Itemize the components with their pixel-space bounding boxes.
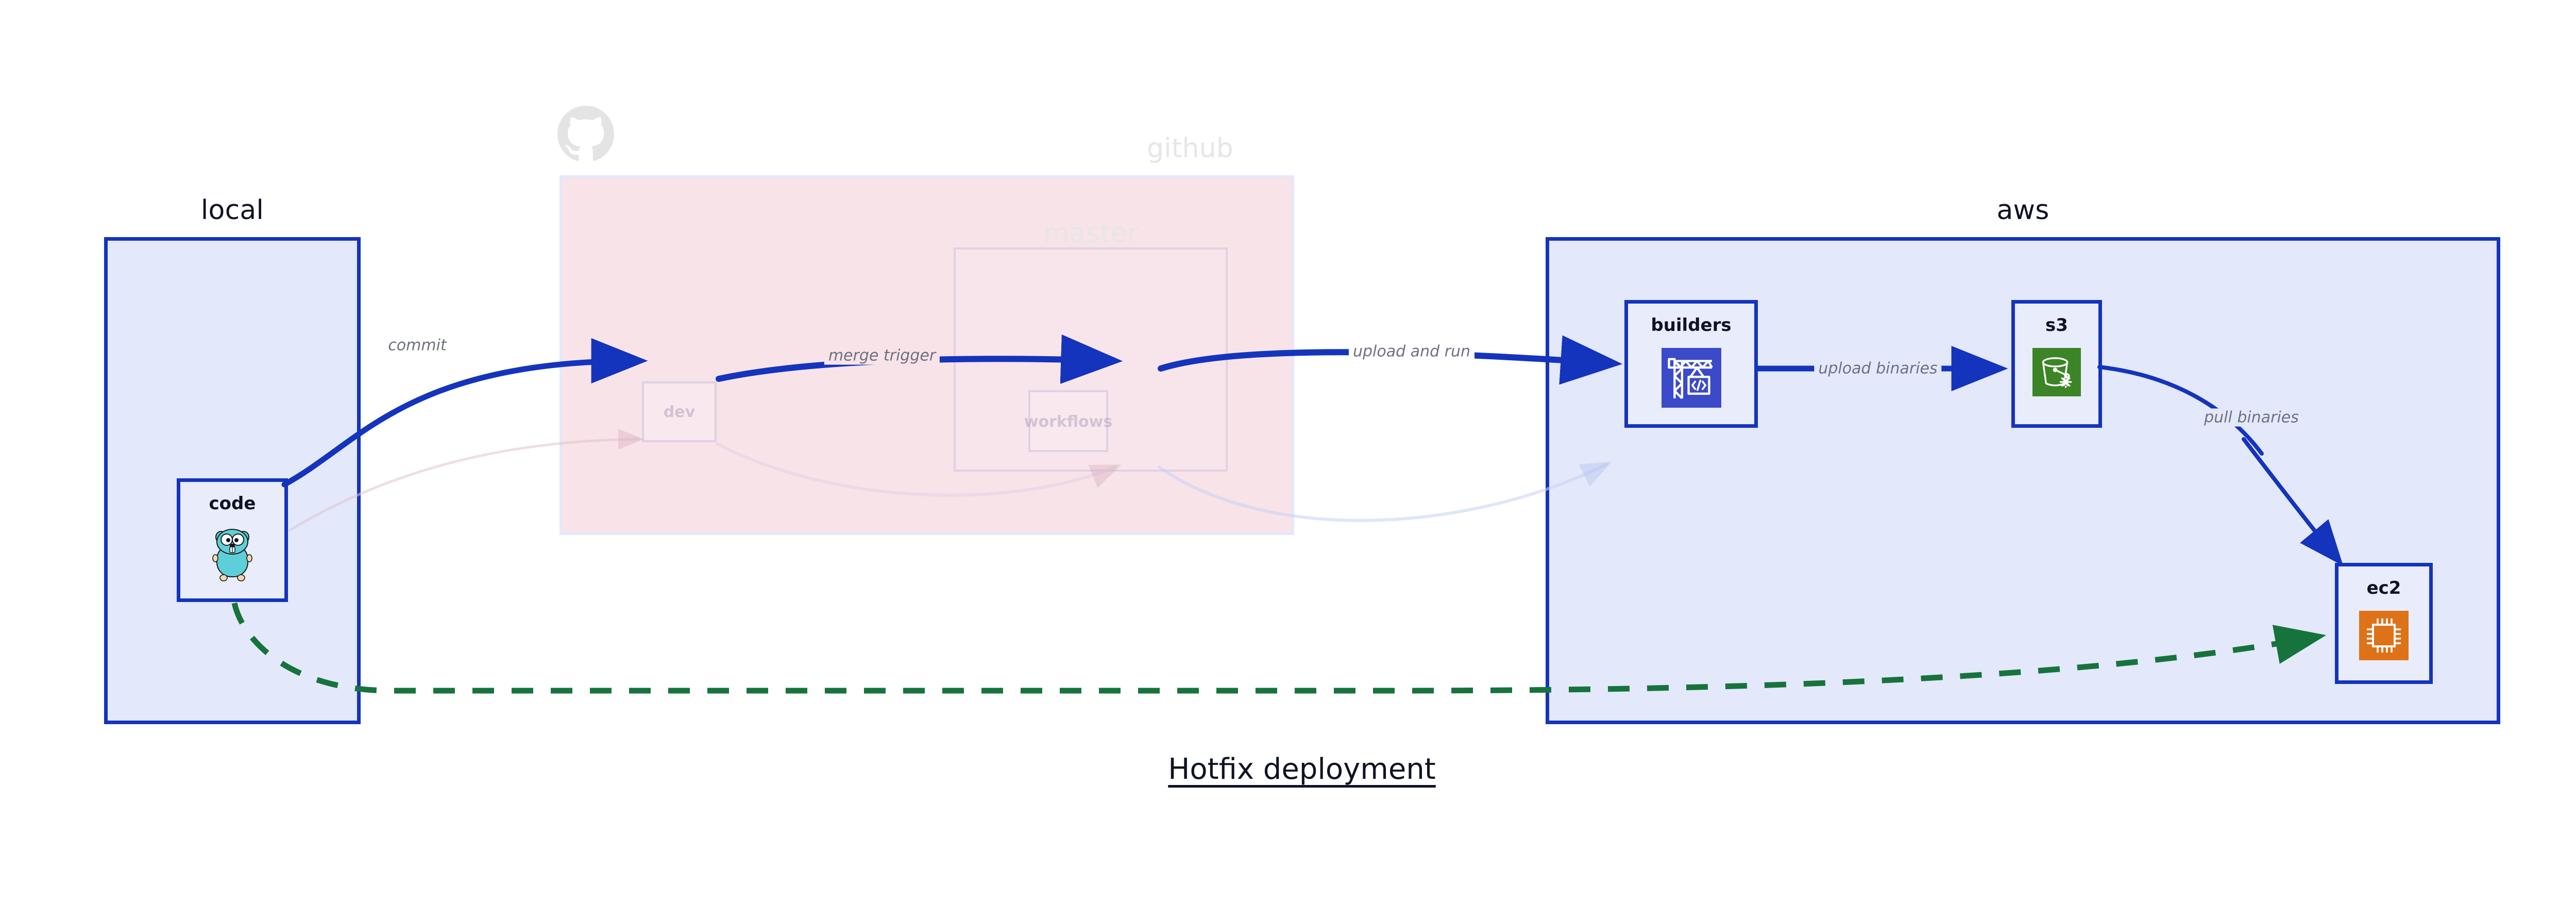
- edge-label-upload-binaries: upload binaries: [1814, 359, 1942, 378]
- node-workflows[interactable]: workflows: [1024, 390, 1112, 452]
- subgroup-master-title: master: [1043, 218, 1139, 249]
- node-s3[interactable]: s3: [2011, 300, 2102, 428]
- group-local: code: [104, 237, 361, 724]
- node-s3-label: s3: [2045, 315, 2068, 336]
- cpu-chip-icon: [2359, 611, 2409, 662]
- node-workflows-label: workflows: [1024, 413, 1113, 431]
- group-aws: builders: [1546, 237, 2500, 724]
- crane-code-icon: [1661, 348, 1721, 410]
- node-ec2[interactable]: ec2: [2335, 563, 2433, 684]
- edge-label-merge-trigger: merge trigger: [824, 346, 940, 365]
- node-code[interactable]: code: [177, 478, 288, 602]
- node-dev-label: dev: [663, 403, 696, 421]
- s3-bucket-glacier-icon: [2032, 348, 2081, 398]
- edge-label-pull-binaries: pull binaries: [2200, 408, 2303, 427]
- edge-label-upload-and-run: upload and run: [1348, 342, 1475, 361]
- group-local-title: local: [200, 195, 264, 226]
- group-github-title: github: [1147, 133, 1233, 164]
- edge-label-commit: commit: [384, 336, 451, 355]
- diagram-caption: Hotfix deployment: [1168, 753, 1436, 786]
- group-aws-title: aws: [1996, 195, 2049, 226]
- node-builders-label: builders: [1651, 315, 1732, 336]
- node-ec2-label: ec2: [2366, 578, 2401, 598]
- go-gopher-icon: [209, 526, 256, 584]
- node-builders[interactable]: builders: [1624, 300, 1758, 428]
- node-dev[interactable]: dev: [642, 381, 717, 442]
- node-code-label: code: [209, 493, 256, 514]
- github-octocat-icon: [557, 106, 614, 162]
